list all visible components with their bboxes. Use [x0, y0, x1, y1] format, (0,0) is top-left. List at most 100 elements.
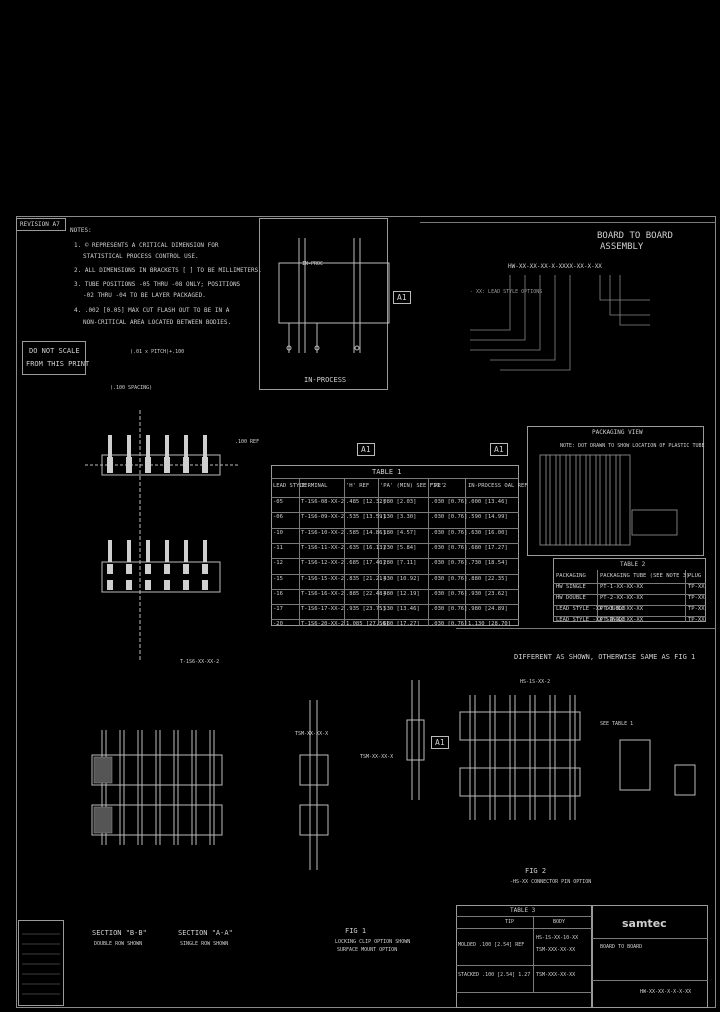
- title-block: [592, 905, 708, 1008]
- notes-heading: NOTES:: [70, 227, 92, 234]
- table-2-cell: LEAD STYLE -XX SINGLE: [556, 617, 626, 623]
- table-3-title: TABLE 3: [510, 907, 536, 914]
- table-1-cell: .180 [4.57]: [380, 529, 417, 536]
- table-1-cell: .280 [7.11]: [380, 560, 417, 567]
- title-block-desc: BOARD TO BOARD: [600, 944, 643, 950]
- pin: [107, 564, 113, 574]
- table-1-cell: .880 [22.35]: [468, 575, 508, 582]
- table-2-header: PACKAGING TUBE (SEE NOTE 3): [600, 573, 690, 579]
- table-3: [456, 905, 592, 1008]
- revision-flag-4: A1: [431, 736, 449, 749]
- approval-stamp: [18, 920, 64, 1006]
- different-note: DIFFERENT AS SHOWN, OTHERWISE SAME AS FI…: [514, 653, 696, 661]
- pin: [183, 564, 189, 574]
- in-process-dim: IN-PROC: [302, 261, 324, 267]
- pin-lead: [165, 540, 169, 562]
- table-1-cell: .590 [14.99]: [468, 514, 508, 521]
- pin: [164, 580, 170, 590]
- fig1-sub-2: SURFACE MOUNT OPTION: [337, 947, 398, 953]
- section-aa-sub: SINGLE ROW SHOWN: [180, 941, 229, 947]
- table-1: [271, 465, 519, 626]
- top-view-drawing: [85, 410, 240, 660]
- pin-lead: [203, 540, 207, 562]
- table-2-cell: PT-4-XX-XX-XX: [600, 617, 644, 623]
- pin-lead: [146, 540, 150, 562]
- table-1-cell: .685 [17.40]: [346, 560, 386, 567]
- table-3-row-1-val-1: HS-1S-XX-10-XX: [536, 935, 579, 941]
- section-bb-sub: DOUBLE ROW SHOWN: [94, 941, 143, 947]
- table-1-cell: T-1S6-15-XX-2: [301, 575, 345, 582]
- fig2-label: FIG 2: [525, 867, 547, 875]
- pin: [107, 580, 113, 590]
- table-1-cell: .980 [24.89]: [468, 606, 508, 613]
- part-code: HW-XX-XX-XX-X-XXXX-XX-X-XX: [508, 263, 602, 270]
- do-not-scale-line-2: FROM THIS PRINT: [26, 360, 90, 368]
- part-code-callout-lines: [470, 275, 650, 371]
- table-1-cell: .030 [0.76]: [431, 560, 468, 567]
- pin-lead: [127, 435, 131, 457]
- revision-box: [16, 218, 66, 231]
- table-2-header: PLUG: [688, 573, 702, 579]
- table-1-cell: .730 [18.54]: [468, 560, 508, 567]
- fig2-drawing: [459, 695, 696, 820]
- table-1-cell: .230 [5.84]: [380, 544, 417, 551]
- pin: [126, 457, 132, 473]
- fig1-label: FIG 1: [345, 927, 367, 935]
- note-line-4: 3. TUBE POSITIONS -05 THRU -08 ONLY; POS…: [74, 281, 241, 288]
- table-1-cell: 1.085 [27.56]: [346, 621, 390, 628]
- pin: [145, 457, 151, 473]
- drawing-sheet: [16, 216, 716, 1008]
- option-text-block: - XX: LEAD STYLE OPTIONS: [470, 289, 543, 295]
- revision-flag-2: A1: [357, 443, 375, 456]
- callout-hs: HS-1S-XX-2: [520, 679, 551, 685]
- callout-t1s6: T-1S6-XX-XX-2: [180, 659, 220, 665]
- pin-lead: [146, 435, 150, 457]
- pin: [126, 580, 132, 590]
- pin-lead: [108, 435, 112, 457]
- table-1-cell: .430 [10.92]: [380, 575, 420, 582]
- company-logo: samtec: [622, 917, 667, 930]
- fig2-sub: -HS-XX CONNECTOR PIN OPTION: [510, 879, 592, 885]
- note-line-5: -02 THRU -04 TO BE LAYER PACKAGED.: [83, 292, 206, 299]
- table-1-header: IN-PROCESS OAL REF: [468, 483, 528, 489]
- table-1-cell: .080 [2.03]: [380, 499, 417, 505]
- table-1-cell: .030 [0.76]: [431, 621, 468, 628]
- table-2-title: TABLE 2: [620, 561, 646, 568]
- table-1-cell: .930 [23.62]: [468, 590, 508, 597]
- table-1-cell: -06: [273, 514, 283, 521]
- table-1-cell: T-1S6-11-XX-2: [301, 544, 345, 551]
- table-1-cell: -10: [273, 529, 283, 536]
- table-1-cell: T-1S6-20-XX-2: [301, 621, 345, 628]
- pin: [164, 564, 170, 574]
- table-1-cell: T-1S6-09-XX-2: [301, 514, 345, 521]
- pin-lead: [165, 435, 169, 457]
- table-1-cell: .030 [0.76]: [431, 575, 468, 582]
- note-line-1: 1. © REPRESENTS A CRITICAL DIMENSION FOR: [74, 242, 219, 249]
- pin: [202, 457, 208, 473]
- callout-see-table: SEE TABLE 1: [600, 721, 634, 727]
- table-2-cell: LEAD STYLE -XX DOUBLE: [556, 606, 626, 612]
- table-1-header: 'PA' (MIN) SEE FIG 2: [380, 483, 447, 489]
- table-1-cell: .885 [22.48]: [346, 590, 386, 597]
- table-1-header: TERMINAL: [301, 483, 328, 489]
- table-1-cell: T-1S6-17-XX-2: [301, 606, 345, 613]
- pin-lead: [203, 435, 207, 457]
- table-2-cell: PT-2-XX-XX-XX: [600, 595, 644, 601]
- table-1-cell: .935 [23.75]: [346, 606, 386, 613]
- table-1-title: TABLE 1: [372, 468, 402, 476]
- table-2-cell: HW SINGLE: [556, 584, 586, 590]
- table-3-row-2-label: STACKED .100 [2.54] 1.27: [458, 972, 531, 978]
- pin: [145, 564, 151, 574]
- table-2-cell: TP-XX: [688, 606, 705, 612]
- table-2-cell: PT-1-XX-XX-XX: [600, 584, 644, 590]
- packaging-note: NOTE: DOT DRAWN TO SHOW LOCATION OF PLAS…: [560, 443, 705, 449]
- table-1-cell: 1.130 [28.70]: [468, 621, 512, 628]
- assembly-title-2: ASSEMBLY: [600, 242, 644, 252]
- packaging-title: PACKAGING VIEW: [592, 429, 643, 436]
- callout-tsm-1: TSM-XX-XX-X: [295, 731, 329, 737]
- revision-flag-3: A1: [490, 443, 508, 456]
- section-views-drawing: [91, 730, 223, 845]
- fig1-sub-1: LOCKING CLIP OPTION SHOWN: [335, 939, 411, 945]
- section-aa-label: SECTION "A-A": [178, 929, 233, 937]
- pin: [202, 564, 208, 574]
